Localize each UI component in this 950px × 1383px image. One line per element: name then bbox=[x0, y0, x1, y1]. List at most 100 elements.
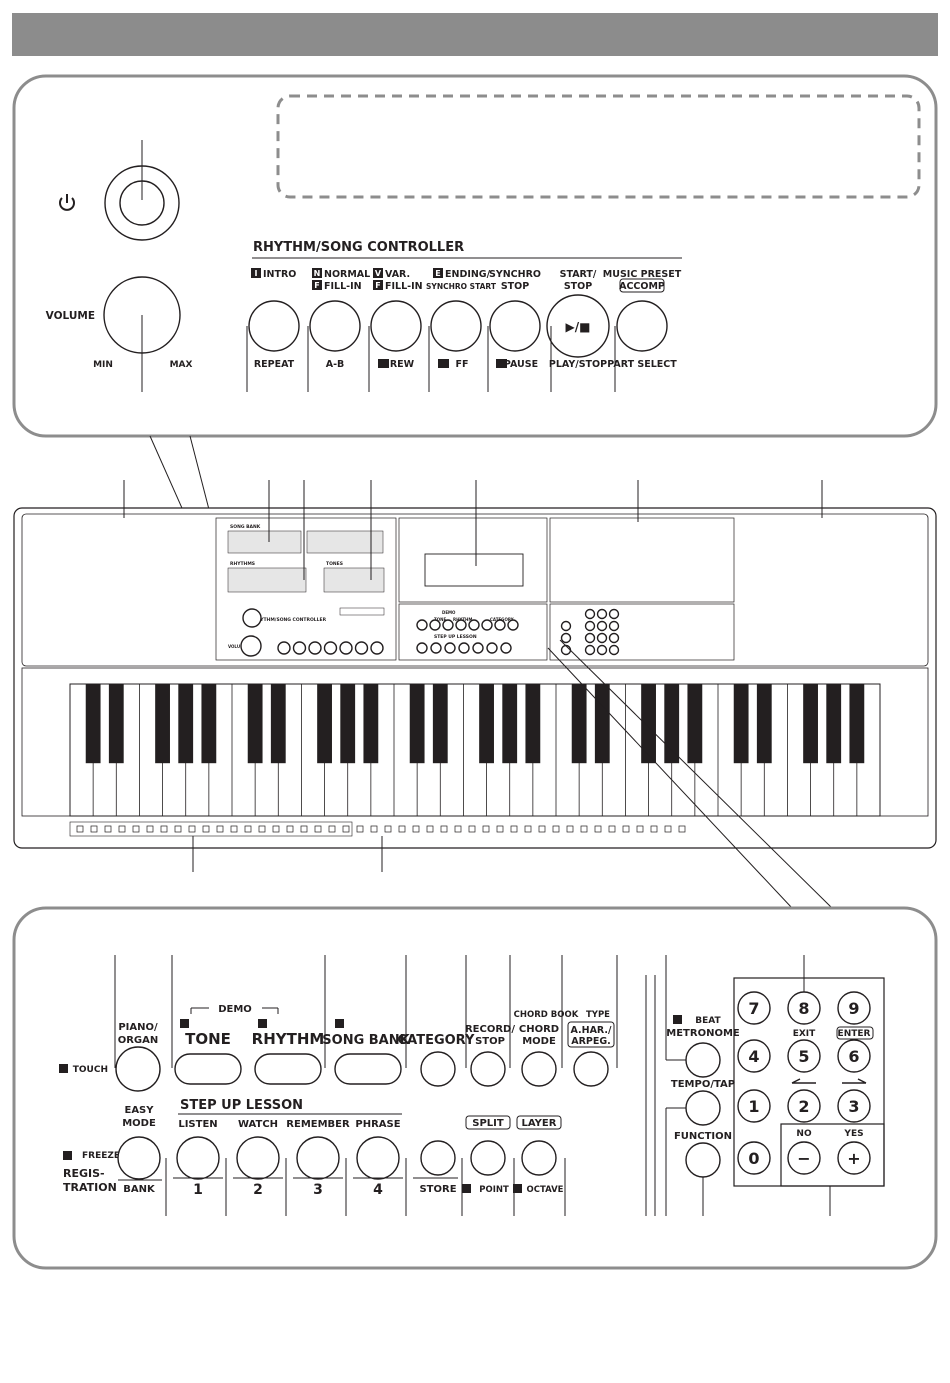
ff-icon bbox=[438, 359, 449, 368]
song-bank-icon bbox=[335, 1019, 344, 1028]
metronome-label: METRONOME bbox=[666, 1028, 740, 1039]
numpad-key-12[interactable] bbox=[837, 1141, 871, 1175]
numpad-key-6[interactable] bbox=[837, 1039, 871, 1073]
controller-top-label: INTRO bbox=[263, 269, 296, 280]
controller-top-label: STOP bbox=[501, 281, 529, 292]
numpad-key-label: 6 bbox=[848, 1047, 859, 1066]
piano-organ-button[interactable] bbox=[115, 1046, 161, 1092]
kb-step-up-label: STEP UP LESSON bbox=[434, 634, 477, 640]
svg-text:F: F bbox=[314, 281, 319, 290]
numpad-key-4[interactable] bbox=[737, 1039, 771, 1073]
accomp-label: ACCOMP bbox=[619, 281, 665, 292]
controller-button-circle[interactable] bbox=[309, 300, 361, 352]
song-bank-button[interactable] bbox=[334, 1053, 402, 1085]
controller-button-circle[interactable] bbox=[489, 300, 541, 352]
controller-button-circle[interactable] bbox=[370, 300, 422, 352]
dashed-callout-box bbox=[276, 94, 921, 199]
step-button-1[interactable] bbox=[176, 1136, 220, 1180]
kb-tones-label: TONES bbox=[326, 561, 343, 567]
metronome-button[interactable] bbox=[685, 1042, 721, 1078]
tone-button[interactable] bbox=[174, 1053, 242, 1085]
numpad-key-label: 7 bbox=[748, 999, 759, 1018]
numpad-key-label: 3 bbox=[848, 1097, 859, 1116]
row2-shift-icon bbox=[462, 1184, 471, 1193]
rhythm-label: RHYTHM bbox=[252, 1030, 325, 1048]
numpad-key-11[interactable] bbox=[787, 1141, 821, 1175]
rew-icon bbox=[378, 359, 389, 368]
kb-volume-label: VOLUME bbox=[228, 644, 247, 649]
step-button-5[interactable] bbox=[420, 1140, 456, 1176]
svg-text:I: I bbox=[255, 269, 258, 278]
row2-bottom-label: OCTAVE bbox=[527, 1185, 564, 1195]
controller-top-label: MUSIC PRESET bbox=[603, 269, 682, 280]
controller-top-label: START/ bbox=[560, 269, 597, 280]
keyboard-overview: SONG BANK RHYTHMS TONES RHYTHM/SONG CONT… bbox=[13, 480, 937, 872]
svg-text:V: V bbox=[375, 269, 382, 278]
kb-tone-label: TONE bbox=[434, 617, 446, 622]
numpad-key-label: − bbox=[797, 1149, 810, 1168]
aharp-label-1: A.HAR./ bbox=[570, 1025, 612, 1036]
controller-top-label: FILL-IN bbox=[324, 281, 362, 292]
kb-demo-label: DEMO bbox=[442, 610, 456, 615]
controller-bottom-label: PAUSE bbox=[504, 359, 538, 370]
step-button-4[interactable] bbox=[356, 1136, 400, 1180]
step-button-3[interactable] bbox=[296, 1136, 340, 1180]
numpad-key-5[interactable] bbox=[787, 1039, 821, 1073]
controller-bottom-label: PART SELECT bbox=[607, 359, 677, 370]
controller-bottom-label: PLAY/STOP bbox=[549, 359, 607, 370]
rhythm-button[interactable] bbox=[254, 1053, 322, 1085]
numpad-key-10[interactable] bbox=[737, 1141, 771, 1175]
row2-shift-icon bbox=[513, 1184, 522, 1193]
aharp-button[interactable] bbox=[573, 1051, 609, 1087]
controller-top-label: ENDING/ bbox=[445, 269, 491, 280]
numpad-key-8[interactable] bbox=[787, 1089, 821, 1123]
step-up-title: STEP UP LESSON bbox=[180, 1098, 303, 1113]
kb-song-bank-label: SONG BANK bbox=[230, 524, 261, 530]
controller-button-circle[interactable] bbox=[430, 300, 482, 352]
category-button[interactable] bbox=[420, 1051, 456, 1087]
step-number-label: 2 bbox=[253, 1182, 263, 1198]
svg-text:F: F bbox=[375, 281, 380, 290]
numpad-key-3[interactable] bbox=[837, 991, 871, 1025]
record-stop-button[interactable] bbox=[470, 1051, 506, 1087]
controller-title: RHYTHM/SONG CONTROLLER bbox=[253, 240, 464, 255]
step-button-2[interactable] bbox=[236, 1136, 280, 1180]
controller-button-circle[interactable] bbox=[248, 300, 300, 352]
kb-rhythms-label: RHYTHMS bbox=[230, 561, 255, 567]
power-icon bbox=[59, 194, 75, 211]
easy-mode-button[interactable] bbox=[117, 1136, 161, 1180]
step-button-6[interactable] bbox=[470, 1140, 506, 1176]
piano-organ-label-2: ORGAN bbox=[118, 1035, 159, 1046]
type-label: TYPE bbox=[586, 1010, 610, 1020]
tempo-button[interactable] bbox=[685, 1090, 721, 1126]
svg-text:E: E bbox=[435, 269, 440, 278]
mode-badge-f: F bbox=[373, 280, 383, 290]
row2-top-label: SPLIT bbox=[472, 1118, 504, 1129]
freeze-icon bbox=[63, 1151, 72, 1160]
controller-bottom-label: A-B bbox=[326, 359, 345, 370]
row2-top-label: LAYER bbox=[522, 1118, 557, 1129]
function-button[interactable] bbox=[685, 1142, 721, 1178]
step-button-7[interactable] bbox=[521, 1140, 557, 1176]
numpad-key-1[interactable] bbox=[737, 991, 771, 1025]
controller-top-label: STOP bbox=[564, 281, 592, 292]
numpad-key-label: 0 bbox=[748, 1149, 759, 1168]
freeze-label: FREEZE bbox=[82, 1151, 120, 1161]
controller-top-label: VAR. bbox=[385, 269, 410, 280]
pause-icon bbox=[496, 359, 507, 368]
numpad-key-9[interactable] bbox=[837, 1089, 871, 1123]
controller-button-circle[interactable] bbox=[616, 300, 668, 352]
chord-mode-button[interactable] bbox=[521, 1051, 557, 1087]
yes-label: YES bbox=[843, 1129, 863, 1139]
numpad-key-7[interactable] bbox=[737, 1089, 771, 1123]
chord-mode-label-1: CHORD bbox=[519, 1024, 559, 1035]
